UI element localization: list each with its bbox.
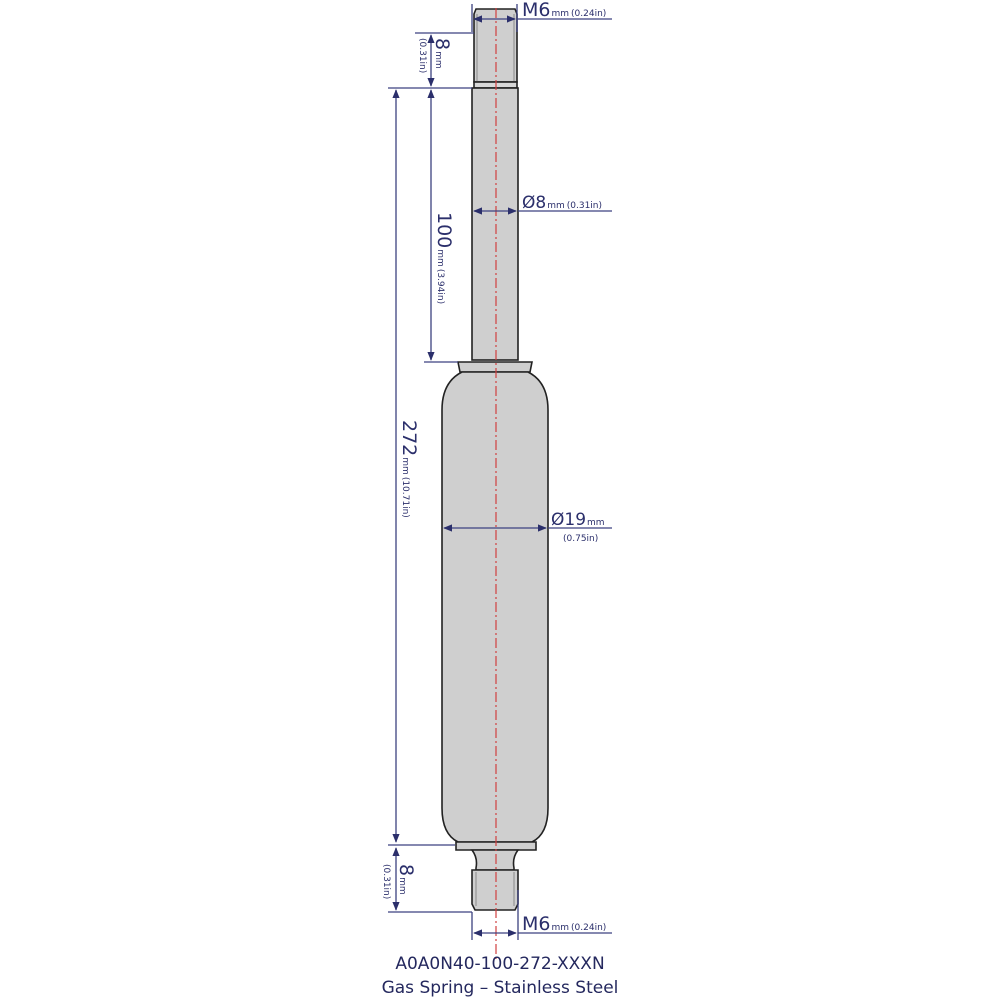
svg-text:100mm(3.94in): 100mm(3.94in) <box>433 212 455 304</box>
part-description: Gas Spring – Stainless Steel <box>381 978 619 998</box>
bottom-thread <box>471 869 519 911</box>
top-collar <box>457 361 533 373</box>
bottom-thread-length-label: 8mm (0.31in) <box>381 864 417 899</box>
part-outline <box>441 8 549 911</box>
body-diameter-label: Ø19mm <box>551 510 605 530</box>
top-thread-label: M6mm(0.24in) <box>522 0 606 21</box>
bottom-thread-label: M6mm(0.24in) <box>522 913 606 935</box>
piston-rod <box>471 87 519 361</box>
body-diameter-imperial: (0.75in) <box>563 534 598 544</box>
stroke-label: 100mm(3.94in) <box>433 212 455 304</box>
extended-length-label: 272mm(10.71in) <box>398 420 420 518</box>
svg-text:8mm: 8mm <box>395 864 417 895</box>
bottom-neck <box>470 849 520 871</box>
part-number: A0A0N40-100-272-XXXN <box>395 954 605 974</box>
top-thread-length-label: 8mm (0.31in) <box>417 38 453 73</box>
rod-diameter-label: Ø8mm(0.31in) <box>522 193 602 213</box>
cylinder-body <box>441 371 549 843</box>
svg-text:(0.31in): (0.31in) <box>417 38 427 73</box>
dimension-lines <box>388 4 612 940</box>
svg-text:(0.31in): (0.31in) <box>381 864 391 899</box>
svg-text:272mm(10.71in): 272mm(10.71in) <box>398 420 420 518</box>
svg-text:8mm: 8mm <box>431 38 453 69</box>
